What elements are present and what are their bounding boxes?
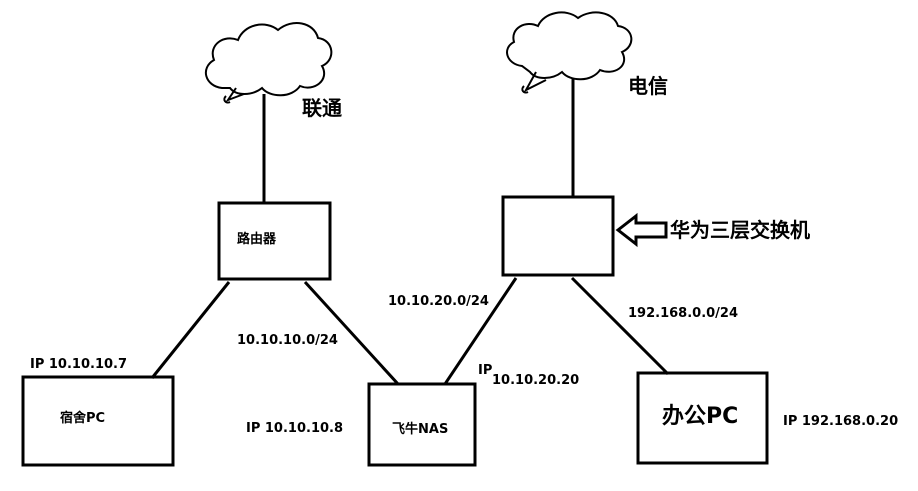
label-office-pc-ip: IP 192.168.0.20 [783, 414, 899, 429]
office-pc-box [636, 371, 769, 465]
link-switch-nas [443, 277, 518, 385]
label-office-pc: 办公PC [662, 404, 739, 429]
dorm-pc-box [21, 375, 175, 467]
label-subnet-switch-office: 192.168.0.0/24 [628, 306, 739, 321]
switch-box [501, 195, 615, 277]
label-subnet-switch-nas: 10.10.20.0/24 [388, 294, 489, 309]
label-subnet-router: 10.10.10.0/24 [237, 333, 338, 348]
link-switch-officepc [570, 276, 670, 376]
label-dorm-pc-ip: IP 10.10.10.7 [30, 357, 128, 372]
label-router: 路由器 [237, 232, 277, 247]
link-router-nas [303, 280, 400, 386]
label-nas-ip-left: IP 10.10.10.8 [246, 421, 344, 436]
link-router-dormpc [150, 281, 231, 379]
label-huawei-switch: 华为三层交换机 [670, 218, 810, 242]
label-nas-ip-right: 10.10.20.20 [492, 373, 580, 388]
label-telecom: 电信 [628, 74, 668, 98]
label-nas: 飞牛NAS [392, 422, 449, 437]
label-nas-ip-right-prefix: IP [478, 363, 493, 378]
nas-box [367, 382, 477, 467]
label-unicom: 联通 [302, 96, 342, 120]
left-arrow-icon [615, 212, 668, 248]
label-dorm-pc: 宿舍PC [60, 411, 106, 426]
router-box [217, 201, 332, 281]
cloud-unicom-icon [204, 22, 333, 104]
cloud-telecom-icon [506, 11, 633, 94]
